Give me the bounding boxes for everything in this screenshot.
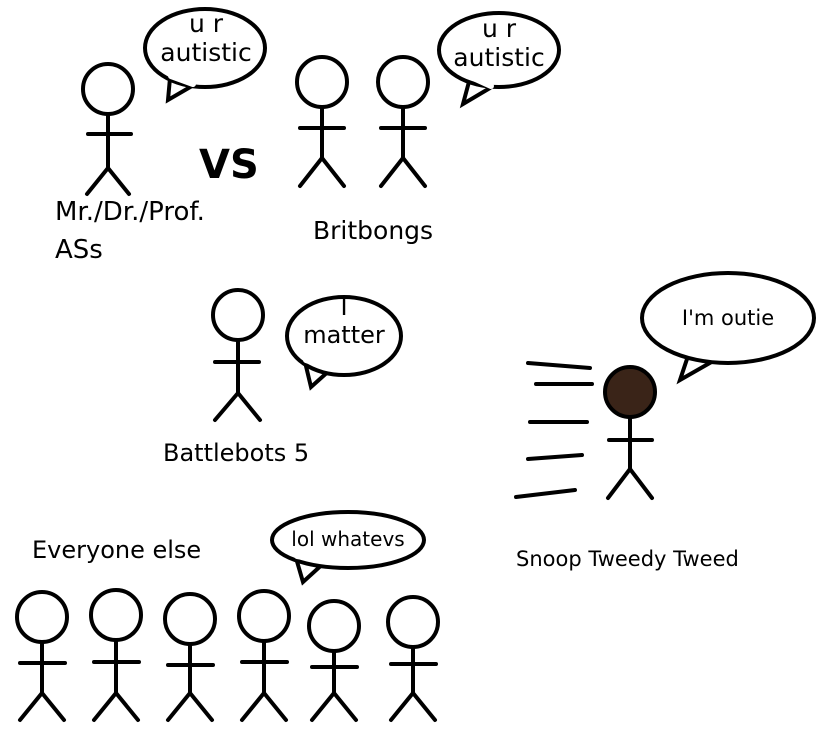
stick-figure-crowd-3 <box>163 592 217 722</box>
stick-figure-battlebots <box>211 288 265 422</box>
speed-lines <box>514 361 594 499</box>
label-profs-line2: ASs <box>55 235 103 265</box>
bubble-text-britbongs-line1: u r <box>481 14 517 43</box>
label-snoop: Snoop Tweedy Tweed <box>516 547 739 571</box>
bubble-text-snoop: I'm outie <box>681 306 775 330</box>
speech-bubble-everyone-else <box>270 510 426 586</box>
bubble-text-britbongs-line2: autistic <box>453 42 545 72</box>
bubble-text-battlebots: I matter <box>291 293 397 349</box>
stick-figure-crowd-2 <box>89 588 143 722</box>
speech-bubble-profs <box>143 7 267 104</box>
stick-figure-britbong-1 <box>295 55 349 188</box>
label-profs-line1: Mr./Dr./Prof. <box>55 197 205 227</box>
bubble-text-profs-line1: u r <box>188 9 224 38</box>
speech-bubble-snoop <box>640 271 816 385</box>
bubble-text-battlebots-line1: I <box>340 293 348 321</box>
label-battlebots: Battlebots 5 <box>163 439 310 467</box>
stick-figure-britbong-2 <box>376 55 430 188</box>
bubble-text-britbongs: u r autistic <box>442 14 556 73</box>
speech-bubble-battlebots <box>285 295 403 391</box>
stick-figure-crowd-1 <box>15 590 69 722</box>
bubble-text-profs: u r autistic <box>150 9 262 68</box>
stick-figure-snoop <box>603 365 657 500</box>
label-everyone-else: Everyone else <box>32 536 202 564</box>
stick-figure-profs <box>81 62 135 196</box>
speech-bubble-britbongs <box>437 11 561 109</box>
bubble-text-battlebots-line2: matter <box>303 320 385 349</box>
label-vs: VS <box>199 142 259 188</box>
bubble-text-everyone-else: lol whatevs <box>291 527 405 551</box>
stick-figure-crowd-4 <box>237 589 291 722</box>
bubble-text-profs-line2: autistic <box>160 37 252 67</box>
stick-figure-crowd-6 <box>386 595 440 722</box>
label-britbongs: Britbongs <box>313 216 434 245</box>
stick-figure-crowd-5 <box>307 599 361 722</box>
